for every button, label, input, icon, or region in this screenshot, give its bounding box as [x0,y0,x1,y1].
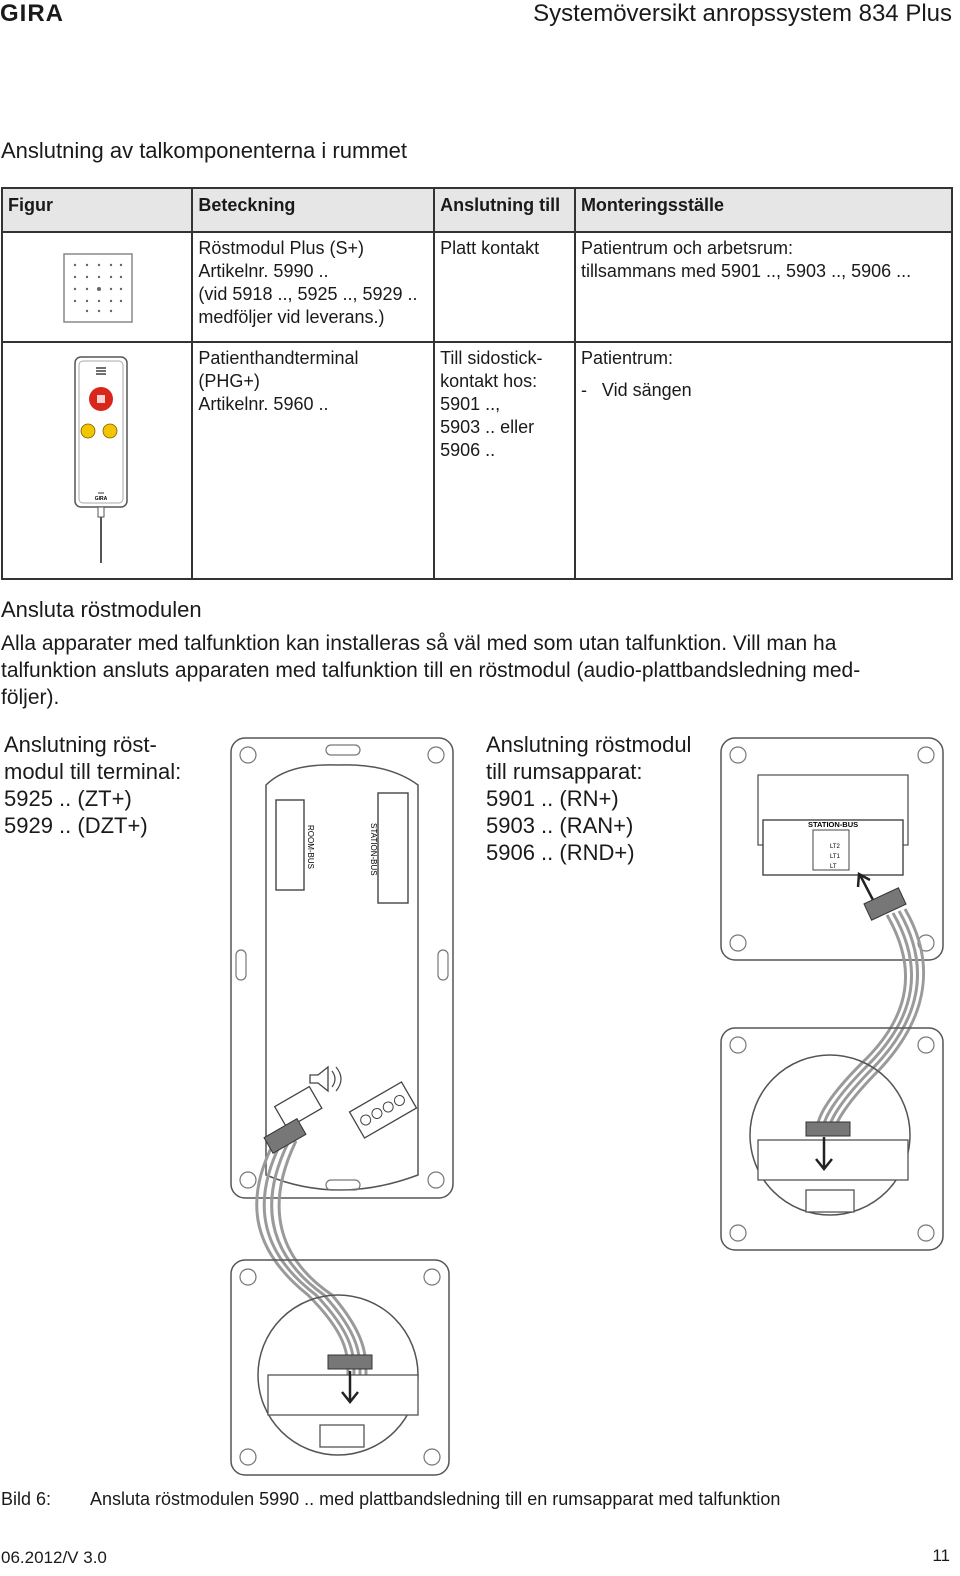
label-line: till rumsapparat: [486,759,643,784]
terminal-connection-label: Anslutning röst- modul till terminal: 59… [4,731,181,839]
location-line: Patientrum och arbetsrum: [580,238,794,258]
speech-module-frame [230,1259,450,1476]
designation-line: Artikelnr. 5960 .. [198,394,329,414]
components-table: Figur Beteckning Anslutning till Monteri… [0,187,954,580]
speech-module-image [63,253,133,323]
terminal-lt: LT [830,864,837,870]
column-header: Beteckning [191,187,436,233]
location-line: - Vid sängen [580,380,692,400]
down-arrow-icon [341,1391,359,1405]
label-line: modul till terminal: [4,759,182,784]
label-line: 5929 .. (DZT+) [4,813,148,838]
figure-cell [0,231,194,343]
figure-caption-text: Ansluta röstmodulen 5990 .. med plattban… [90,1489,781,1509]
down-arrow-icon [815,1158,833,1172]
figure-caption-label: Bild 6: [1,1489,52,1509]
ribbon-cable [255,1134,368,1376]
footer-version: 06.2012/V 3.0 [1,1548,107,1567]
brand-logo: GIRA [0,0,64,27]
designation-line: Patienthandterminal [198,348,359,368]
label-line: Anslutning röstmodul [486,732,692,757]
station-bus-label-right: STATION-BUS [808,820,858,829]
station-bus-connector [377,792,409,904]
figure-cell: GIRA [0,341,194,580]
table-header-row: Figur Beteckning Anslutning till Monteri… [0,187,954,233]
designation-line: (PHG+) [198,371,260,391]
table-row: GIRA Patienthandterminal (PHG+) Artikeln… [0,341,954,580]
connection-line: 5906 .. [440,440,496,460]
terminal-wiring-diagram: ROOM-BUS STATION-BUS [230,737,454,1476]
label-line: 5925 .. (ZT+) [4,786,132,811]
up-arrow-icon [856,871,871,888]
connection-line: Platt kontakt [440,238,540,258]
handset-brand: GIRA [95,496,108,502]
column-header: Anslutning till [433,187,576,233]
connection-line: 5901 .., [440,394,501,414]
label-line: 5901 .. (RN+) [486,786,619,811]
patient-handset-image: GIRA [74,356,128,563]
location-line: tillsammans med 5901 .., 5903 .., 5906 .… [580,261,912,281]
speech-module-frame-right [720,1027,944,1251]
designation-line: Röstmodul Plus (S+) [198,238,364,258]
table-row: Röstmodul Plus (S+) Artikelnr. 5990 .. (… [0,231,954,343]
room-bus-label: ROOM-BUS [306,825,315,869]
ribbon-cable-right [815,908,925,1131]
speaker-icon [309,1065,329,1093]
room-bus-connector [275,799,305,891]
label-line: 5903 .. (RAN+) [486,813,634,838]
label-line: 5906 .. (RND+) [486,840,635,865]
room-device-wiring-diagram: STATION-BUS LT2 LT1 LT [720,737,944,1251]
designation-line: (vid 5918 .., 5925 .., 5929 .. [198,284,418,304]
designation-cell: Röstmodul Plus (S+) Artikelnr. 5990 .. (… [191,231,436,343]
paragraph-line: Alla apparater med talfunktion kan insta… [1,632,837,655]
room-device-connection-label: Anslutning röstmodul till rumsapparat: 5… [486,731,691,866]
section-heading-components: Anslutning av talkomponenterna i rummet [1,138,407,163]
connection-line: 5903 .. eller [440,417,535,437]
designation-line: medföljer vid leverans.) [198,307,385,327]
connection-cell: Till sidostick- kontakt hos: 5901 .., 59… [433,341,576,580]
connection-line: kontakt hos: [440,371,538,391]
paragraph-line: talfunktion ansluts apparaten med talfun… [1,659,861,682]
designation-line: Artikelnr. 5990 .. [198,261,329,281]
terminal-lt1: LT1 [830,854,841,860]
location-cell: Patientrum och arbetsrum: tillsammans me… [573,231,954,343]
page-number: 11 [932,1546,950,1565]
paragraph-line: följer). [1,686,60,709]
document-title: Systemöversikt anropssystem 834 Plus [533,0,952,27]
location-cell: Patientrum: - Vid sängen [573,341,954,580]
label-line: Anslutning röst- [4,732,157,757]
section-heading-connect: Ansluta röstmodulen [1,597,202,622]
column-header: Figur [0,187,194,233]
terminal-lt2: LT2 [830,844,841,850]
connection-line: Till sidostick- [440,348,543,368]
station-bus-label: STATION-BUS [369,823,378,876]
location-line: Patientrum: [580,348,673,368]
connection-cell: Platt kontakt [433,231,576,343]
intro-paragraph: Alla apparater med talfunktion kan insta… [1,630,956,711]
designation-cell: Patienthandterminal (PHG+) Artikelnr. 59… [191,341,436,580]
column-header: Monteringsställe [573,187,954,233]
terminal-frame [230,737,454,1199]
